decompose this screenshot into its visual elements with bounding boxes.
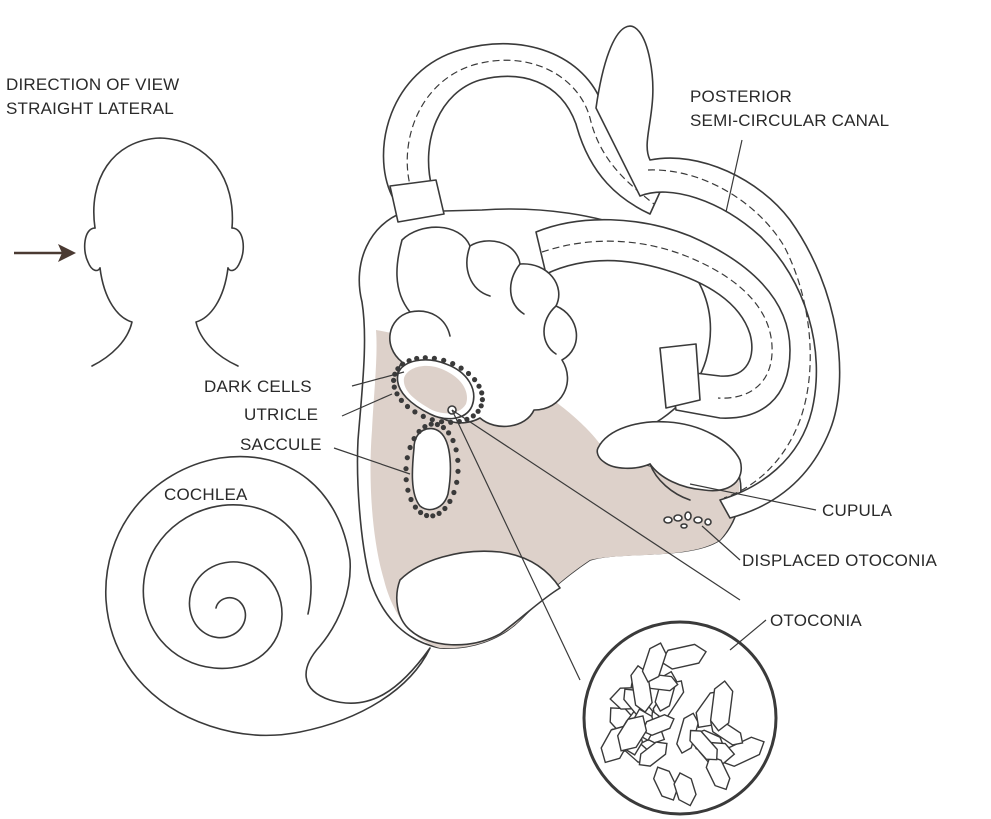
dark-cell-dot [451,490,456,495]
dark-cell-dot [414,356,419,361]
dark-cell-dot [441,358,446,363]
dark-cell-dot [432,356,437,361]
dark-cell-dot [442,506,447,511]
dark-cell-dot [392,385,397,390]
dark-cell-dot [408,445,413,450]
dark-cell-dot [400,362,405,367]
dark-cell-dot [424,513,429,518]
saccule [412,429,450,510]
dark-cell-dot [394,391,399,396]
head-figure [85,138,244,366]
posterior-label-line2: SEMI-CIRCULAR CANAL [690,111,889,130]
dark-cell-dot [476,384,481,389]
dark-cell-dot [479,390,484,395]
dark-cell-dot [476,409,481,414]
otoconia-magnified [584,622,776,814]
dark-cell-dot [430,513,435,518]
dark-cell-dot [407,358,412,363]
dark-cell-dot [447,499,452,504]
dark-cell-dot [429,422,434,427]
cupula-label: CUPULA [822,501,893,520]
dark-cell-dot [466,371,471,376]
dark-cell-dot [437,511,442,516]
posterior-label-line1: POSTERIOR [690,87,792,106]
dark-cell-dot [479,403,484,408]
dark-cell-dot [417,429,422,434]
dark-cell-dot [450,361,455,366]
dark-cell-dot [441,425,446,430]
dark-cell-dot [405,455,410,460]
dark-cell-dot [471,413,476,418]
direction-label-line1: DIRECTION OF VIEW [6,75,179,94]
dark-cell-dot [412,409,417,414]
dark-cell-dot [450,438,455,443]
dark-cell-dot [480,397,485,402]
dark-cell-dot [413,505,418,510]
dark-cell-dot [423,355,428,360]
otoconia-label: OTOCONIA [770,611,862,630]
dark-cell-dot [418,510,423,515]
dark-cell-dot [472,377,477,382]
dark-cell-dot [405,488,410,493]
direction-label-line2: STRAIGHT LATERAL [6,99,174,118]
dark-cell-dot [455,469,460,474]
dark-cell-dot [404,477,409,482]
dark-cell-dot [403,466,408,471]
dark-cell-dot [395,366,400,371]
dark-cell-dot [412,436,417,441]
cochlea-label: COCHLEA [164,485,248,504]
dark-cell-dot [454,480,459,485]
dark-cell-dot [448,420,453,425]
dark-cell-dot [422,424,427,429]
dark-cell-dot [435,422,440,427]
dark-cell-dot [408,497,413,502]
saccule-label: SACCULE [240,435,322,454]
dark-cell-dot [446,430,451,435]
utricle-label: UTRICLE [244,405,318,424]
dark-cell-dot [399,398,404,403]
dark-cell-dot [421,414,426,419]
dark-cell-dot [454,447,459,452]
dark-cell-dot [405,404,410,409]
dark-cell-dot [430,417,435,422]
dark-cell-dot [391,378,396,383]
dark-cells-label: DARK CELLS [204,377,312,396]
arrow-icon [14,244,76,262]
dark-cell-dot [455,458,460,463]
dark-cell-dot [459,366,464,371]
displaced-otoconia-label: DISPLACED OTOCONIA [742,551,938,570]
